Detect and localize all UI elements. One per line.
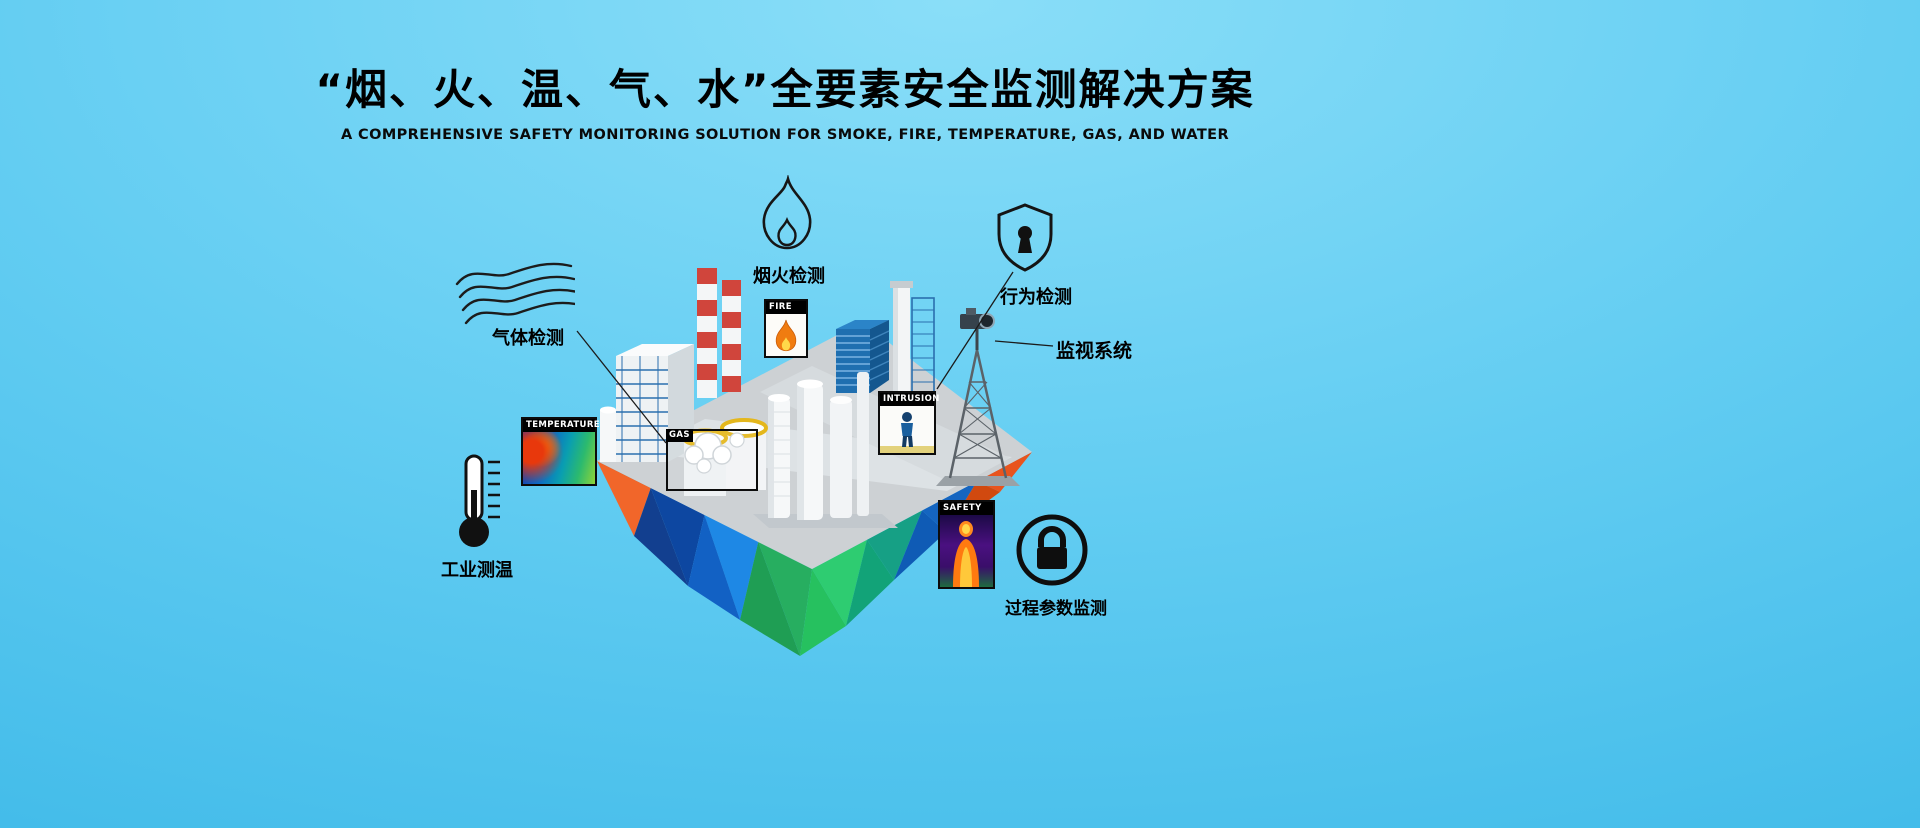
- leader-lines: [576, 271, 1054, 444]
- intrusion-photo: INTRUSION: [878, 391, 939, 456]
- industrial-temperature-label: 工业测温: [441, 560, 513, 581]
- smoke-fire-detection-label: 烟火检测: [753, 266, 825, 287]
- worker-figure-icon: [880, 412, 934, 454]
- gas-leader-line: [576, 330, 667, 444]
- chimney-stacks: [697, 268, 741, 398]
- gas-photo: GAS: [666, 429, 758, 491]
- gas-waves-icon: [455, 262, 575, 325]
- island-underside: [597, 452, 1032, 656]
- safety-tag: SAFETY: [940, 502, 993, 516]
- behavior-leader-line: [936, 271, 1014, 390]
- intrusion-image: [880, 406, 934, 454]
- fire-flame-icon: [775, 320, 797, 352]
- gas-detection-label: 气体检测: [492, 328, 564, 349]
- gas-smoke-puffs: [684, 432, 745, 474]
- process-parameter-monitoring-label: 过程参数监测: [1005, 599, 1107, 619]
- surveillance-tower: [936, 308, 1020, 486]
- temperature-photo: TEMPERATURE: [521, 417, 600, 487]
- left-process-building: [600, 344, 694, 462]
- ptz-camera-icon: [960, 308, 995, 329]
- shield-keyhole-icon: [997, 203, 1053, 272]
- surveillance-system-label: 监视系统: [1056, 340, 1133, 362]
- fire-photo: FIRE: [764, 299, 808, 359]
- behavior-detection-label: 行为检测: [1000, 287, 1072, 308]
- thermometer-icon: [459, 454, 500, 547]
- safety-photo: SAFETY: [938, 500, 995, 590]
- intrusion-tag: INTRUSION: [880, 393, 939, 407]
- lock-circle-icon: [1016, 514, 1088, 586]
- factory-buildings: [600, 268, 1020, 528]
- gas-tag: GAS: [666, 429, 693, 443]
- fire-image: [766, 314, 806, 357]
- thermal-image: [523, 432, 595, 485]
- thermal-person-icon: [953, 521, 979, 588]
- blue-office-building: [836, 320, 890, 393]
- distillation-columns: [753, 372, 898, 528]
- fire-tag: FIRE: [766, 301, 806, 315]
- safety-thermal-image: [940, 515, 993, 588]
- page-title: “烟、火、温、气、水”全要素安全监测解决方案: [315, 65, 1255, 114]
- surveillance-leader-line: [994, 340, 1054, 347]
- flame-outline-icon: [762, 175, 812, 250]
- temperature-tag: TEMPERATURE: [523, 419, 600, 433]
- page-subtitle: A COMPREHENSIVE SAFETY MONITORING SOLUTI…: [340, 127, 1230, 143]
